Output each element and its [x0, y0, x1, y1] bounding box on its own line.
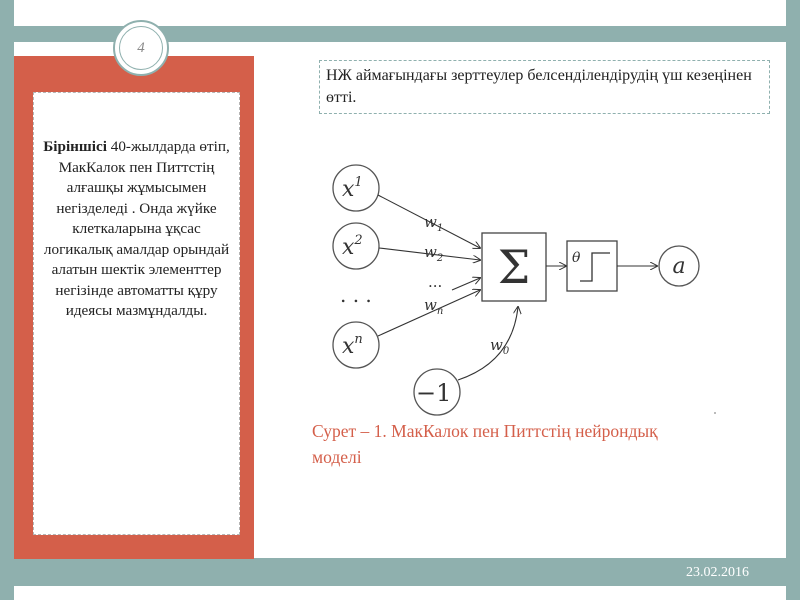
weight-ellipsis: ... [428, 273, 442, 291]
input-node-n [332, 321, 380, 369]
edge-dots [451, 278, 480, 291]
input-label-2: x2 [342, 233, 363, 260]
figure-caption: Сурет – 1. МакКалок пен Питтстің нейронд… [312, 421, 658, 467]
output-label: a [672, 254, 685, 279]
edge-1 [377, 194, 480, 248]
edge-2 [378, 247, 480, 260]
left-card-body: 40-жылдарда өтіп, МакКалок пен Питтстің … [43, 138, 230, 319]
step-function [580, 252, 610, 282]
bias-label: −1 [416, 379, 451, 407]
input-ellipsis: . . . [340, 283, 372, 307]
left-card-bold-word: Біріншісі [43, 138, 107, 155]
bias-node [413, 368, 461, 416]
frame-right-edge [786, 0, 800, 600]
frame-bottom-strip [14, 586, 786, 600]
weight-label-n: wn [424, 296, 443, 317]
slide-heading: НЖ аймағындағы зерттеулер белсенділендір… [319, 60, 770, 114]
weight-label-bias: w0 [490, 336, 510, 357]
slide-number: 4 [119, 26, 163, 70]
weight-label-2: w2 [424, 243, 443, 264]
left-text-card: Біріншісі 40-жылдарда өтіп, МакКалок пен… [33, 92, 240, 535]
threshold-label: θ [572, 250, 581, 266]
input-node-1 [332, 164, 380, 212]
slide-number-badge: 4 [113, 20, 169, 76]
weight-label-1: w1 [424, 213, 443, 234]
edge-bias [457, 307, 518, 381]
output-node [658, 245, 700, 287]
slide-date: 23.02.2016 [686, 565, 749, 580]
input-label-1: x1 [342, 175, 363, 202]
stray-dot [714, 412, 716, 414]
input-node-2 [332, 222, 380, 270]
frame-left-edge [0, 0, 14, 600]
neuron-diagram: x1 x2 xn −1 . . . w1 w2 ... wn w0 Σ θ a [332, 164, 700, 416]
input-label-n: xn [342, 332, 363, 359]
sum-box [481, 232, 547, 302]
edge-n [377, 290, 480, 337]
sum-symbol: Σ [498, 240, 531, 294]
